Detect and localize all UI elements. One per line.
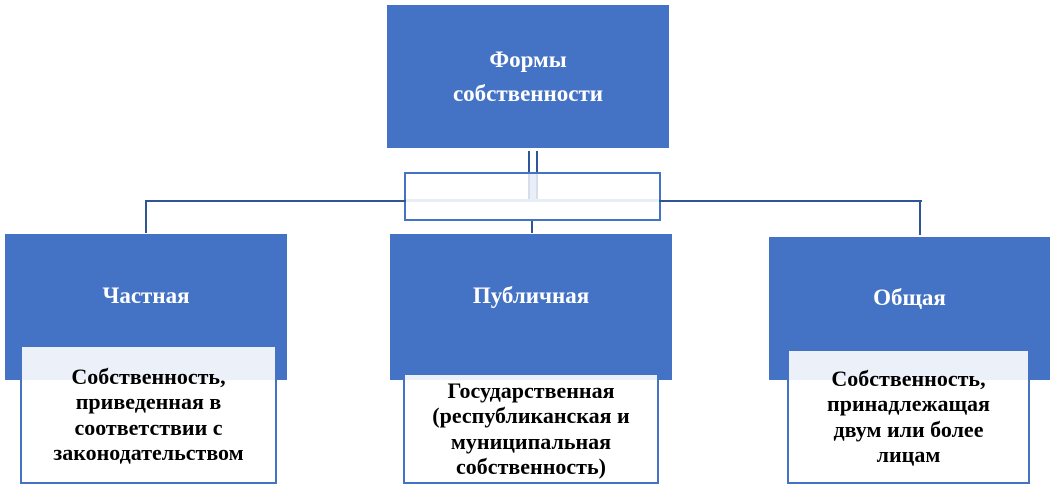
category-label: Публичная: [472, 283, 590, 309]
connector-line: [919, 200, 921, 235]
description-private: Собственность, приведенная в соответстви…: [20, 345, 277, 484]
category-label: Общая: [873, 284, 946, 310]
connector-line: [145, 200, 147, 233]
category-public: Публичная: [390, 234, 672, 380]
connector-line: [531, 221, 533, 233]
connector-overlay: [528, 174, 538, 201]
description-public: Государственная (республиканская и муниц…: [403, 373, 659, 484]
connector-frame: [404, 172, 661, 221]
description-common: Собственность, принадлежащая двум или бо…: [787, 349, 1030, 484]
root-box: Формы собственности: [387, 5, 669, 148]
category-label: Частная: [102, 283, 190, 309]
